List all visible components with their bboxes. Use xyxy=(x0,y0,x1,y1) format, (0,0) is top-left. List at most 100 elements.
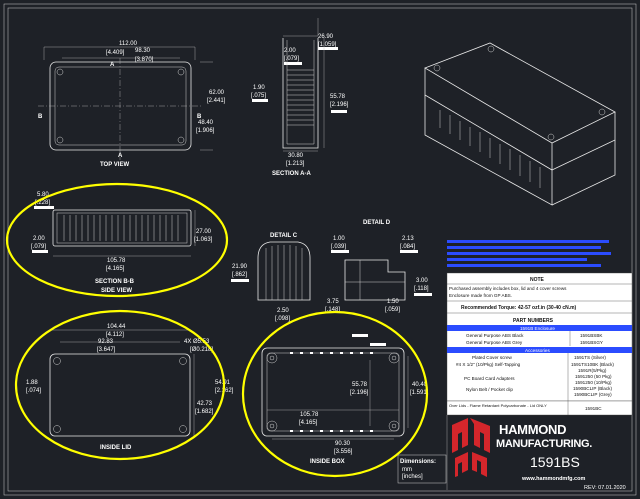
accessories-heading: Accessories xyxy=(525,348,550,353)
saa-dim-10: [1.213] xyxy=(286,161,305,167)
lid-hole xyxy=(53,425,61,433)
dd-dim-7: 3.75 xyxy=(327,299,339,305)
accessory-2-pn-1: 1591TS10BK (Black) xyxy=(571,362,614,367)
accessory-5-pn: 1591BC xyxy=(585,406,602,411)
top-view-label: TOP VIEW xyxy=(100,162,129,168)
note-heading: NOTE xyxy=(530,277,545,283)
saa-dim-4: [.079] xyxy=(284,56,299,62)
accessory-4-desc: Nylon Belt / Pocket clip xyxy=(466,387,513,392)
enclosure-heading: 1591B Enclosure xyxy=(520,326,555,331)
blue-notes-area xyxy=(447,240,611,267)
accessory-4-pn-1: 1590BCLIP (Black) xyxy=(573,386,612,391)
accessory-3-pn-1: 1591250 (50 Pkg) xyxy=(575,374,612,379)
inside-box-view: 55.78 [2.196] 40.40 [1.591] 105.78 [4.16… xyxy=(241,310,429,478)
note-panel: NOTE Purchased assembly includes box, li… xyxy=(446,272,633,402)
saa-dim-8: [2.196] xyxy=(330,102,349,108)
saa-dim-7: 55.78 xyxy=(330,94,346,100)
enclosure-2-pn: 1591BSGY xyxy=(580,340,603,345)
screw-hole xyxy=(177,68,185,76)
section-bb-view: 5.80 [.228] 2.00 [.079] xyxy=(5,182,229,298)
saa-dim-6: [.075] xyxy=(251,93,266,99)
screw-hole xyxy=(56,68,64,76)
dd-dim-4: [.084] xyxy=(400,244,415,250)
sbb-dim-6: [1.063] xyxy=(194,237,213,243)
iso-ribs xyxy=(439,110,541,188)
box-dim-1: 55.78 xyxy=(352,382,368,388)
dd-dim-1: 1.00 xyxy=(333,236,345,242)
lid-hole xyxy=(179,425,187,433)
top-side-mark-right: B xyxy=(197,114,202,120)
lid-dim-7: 1.88 xyxy=(26,380,38,386)
note-line-2: Enclosure made from GP ABS. xyxy=(449,293,512,298)
lid-dim-9: 54.91 xyxy=(215,380,231,386)
box-dim-5: 105.78 xyxy=(300,412,319,418)
side-view-label: SIDE VIEW xyxy=(101,288,132,294)
section-aa-view: 26.90 [1.059] 2.00 [.079] 1.90 [.075] 55… xyxy=(251,18,349,177)
accessory-5-desc: Over Lids - Flame Retardant Polycarbonat… xyxy=(449,403,547,408)
dd-dim-5: 3.00 xyxy=(416,278,428,284)
accessory-4-pn-2: 1590BCLIP (Grey) xyxy=(574,392,612,397)
box-dim-7: 90.30 xyxy=(335,441,351,447)
inside-lid-label: INSIDE LID xyxy=(100,445,132,451)
highlight-inside-box xyxy=(241,310,429,478)
inside-box-label: INSIDE BOX xyxy=(310,459,345,465)
lid-dim-12: [1.682] xyxy=(195,409,214,415)
dimensions-inches: [inches] xyxy=(402,474,423,480)
dd-dim-9: 1.50 xyxy=(387,299,399,305)
brand-name-line2: MANUFACTURING. xyxy=(496,438,592,450)
top-view: 112.00 [4.409] 98.30 [3.870] A B B 62.00… xyxy=(38,41,226,168)
dc-outline xyxy=(257,241,311,301)
detail-c-view: DETAIL C 21.90 [.862] 2.50 [.098] xyxy=(231,233,311,322)
lid-dim-3: 92.83 xyxy=(98,339,114,345)
iso-box-front xyxy=(424,95,553,206)
detail-d-view: DETAIL D 1.00 [.039] 2.13 [.084] 3.00 [.… xyxy=(325,220,432,313)
lid-dim-5: 4X Ø5.53 xyxy=(184,339,210,345)
sbb-ribs xyxy=(63,215,179,241)
dc-dim-4: [.098] xyxy=(275,316,290,322)
top-dim-5: 62.00 xyxy=(209,90,225,96)
hammond-logo-icon xyxy=(452,418,490,477)
lid-outline xyxy=(49,353,191,437)
top-section-mark-top: A xyxy=(110,62,115,68)
dd-dim-6: [.118] xyxy=(414,286,429,292)
sbb-dim-1: 5.80 xyxy=(37,192,49,198)
accessory-3-pn-2: 1591250 (10/Pkg) xyxy=(575,380,612,385)
top-side-mark-left: B xyxy=(38,114,43,120)
model-number: 1591BS xyxy=(530,454,580,470)
box-dim-3: 40.40 xyxy=(412,382,428,388)
sbb-dim-5: 27.00 xyxy=(196,229,212,235)
lid-dim-8: [.074] xyxy=(26,388,41,394)
dd-outline xyxy=(344,259,406,301)
lid-dim-11: 42.73 xyxy=(197,401,213,407)
top-dim-2: [4.409] xyxy=(106,50,125,56)
dimensions-title: Dimensions: xyxy=(400,459,436,465)
parts-heading: PART NUMBERS xyxy=(513,318,554,324)
top-dim-3: 98.30 xyxy=(135,48,151,54)
detail-d-label: DETAIL D xyxy=(363,220,391,226)
dd-dim-2: [.039] xyxy=(331,244,346,250)
sbb-dim-3: 2.00 xyxy=(33,236,45,242)
lid-dim-2: [4.112] xyxy=(106,332,124,338)
accessory-1-desc: Plated Cover screw xyxy=(472,355,513,360)
sbb-dim-4: [.079] xyxy=(31,244,46,250)
box-dim-6: [4.165] xyxy=(299,420,318,426)
dc-dim-1: 21.90 xyxy=(232,264,248,270)
saa-dim-9: 30.80 xyxy=(288,153,304,159)
top-section-mark-bottom: A xyxy=(118,153,123,159)
box-rib-marks xyxy=(290,352,373,432)
enclosure-1-pn: 1591BSBK xyxy=(580,333,603,338)
lid-dim-1: 104.44 xyxy=(107,324,126,330)
lid-hole xyxy=(179,357,187,365)
sbb-dim-7: 105.78 xyxy=(107,258,126,264)
saa-dim-1: 26.90 xyxy=(318,34,334,40)
dd-dim-3: 2.13 xyxy=(402,236,414,242)
saa-outline xyxy=(282,38,319,149)
lid-dim-6: [Ø0.218] xyxy=(190,347,213,353)
enclosure-1-desc: General Purpose ABS Black xyxy=(466,333,524,338)
box-dim-8: [3.556] xyxy=(334,449,353,455)
note-line-1: Purchased assembly includes box, lid and… xyxy=(449,286,567,291)
title-block: HAMMOND MANUFACTURING. 1591BS www.hammon… xyxy=(446,415,626,491)
top-dim-7: 48.40 xyxy=(198,120,214,126)
saa-dim-3: 2.00 xyxy=(284,48,296,54)
saa-dim-5: 1.90 xyxy=(253,85,265,91)
